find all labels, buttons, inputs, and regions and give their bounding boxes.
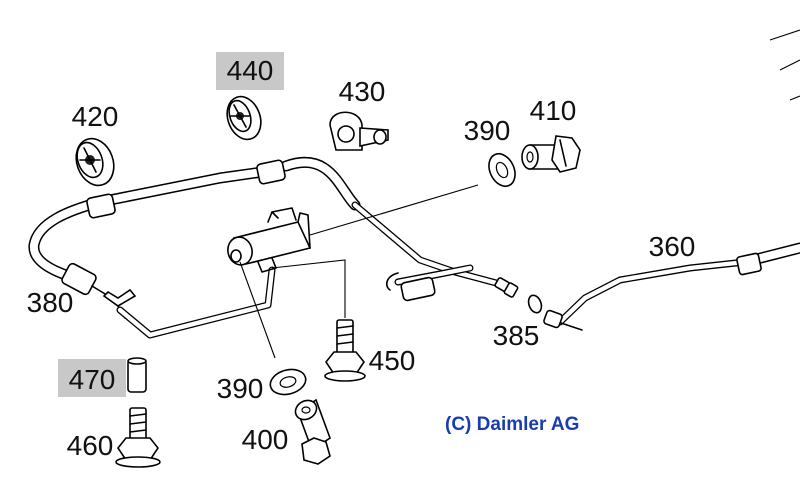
- label-460: 460: [67, 430, 114, 461]
- label-385: 385: [493, 320, 540, 351]
- valve-body: [227, 207, 312, 273]
- label-410: 410: [530, 95, 577, 126]
- part-430-clamp: [329, 111, 389, 151]
- highlight-box-470: [58, 359, 126, 397]
- edge-decor: [769, 29, 800, 101]
- label-380: 380: [27, 287, 74, 318]
- label-440: 440: [227, 55, 274, 86]
- highlight-box-440: [216, 52, 284, 90]
- label-470: 470: [69, 364, 116, 395]
- label-420: 420: [72, 101, 119, 132]
- label-390-lower: 390: [217, 373, 264, 404]
- part-420-mount: [75, 137, 115, 187]
- part-400-banjo-bolt: [294, 398, 331, 465]
- label-400: 400: [242, 424, 289, 455]
- leader-lines: [239, 184, 479, 359]
- part-410-banjo-bolt: [521, 135, 581, 173]
- label-430: 430: [339, 76, 386, 107]
- part-390-washer-upper: [488, 152, 516, 188]
- label-390-upper: 390: [464, 115, 511, 146]
- air-pipe-left: [28, 156, 361, 301]
- part-390-washer-lower: [269, 368, 307, 396]
- air-tube-lower: [116, 266, 276, 339]
- part-460-bolt: [115, 407, 161, 468]
- part-440-mount: [226, 95, 262, 141]
- air-tube-right: [351, 201, 519, 302]
- part-450-bolt: [324, 319, 366, 382]
- part-470-sleeve: [127, 357, 147, 393]
- part-385-seal: [527, 294, 543, 314]
- label-360: 360: [649, 231, 696, 262]
- copyright-text: (C) Daimler AG: [445, 414, 579, 435]
- label-450: 450: [369, 345, 416, 376]
- part-360-tube: [543, 242, 800, 331]
